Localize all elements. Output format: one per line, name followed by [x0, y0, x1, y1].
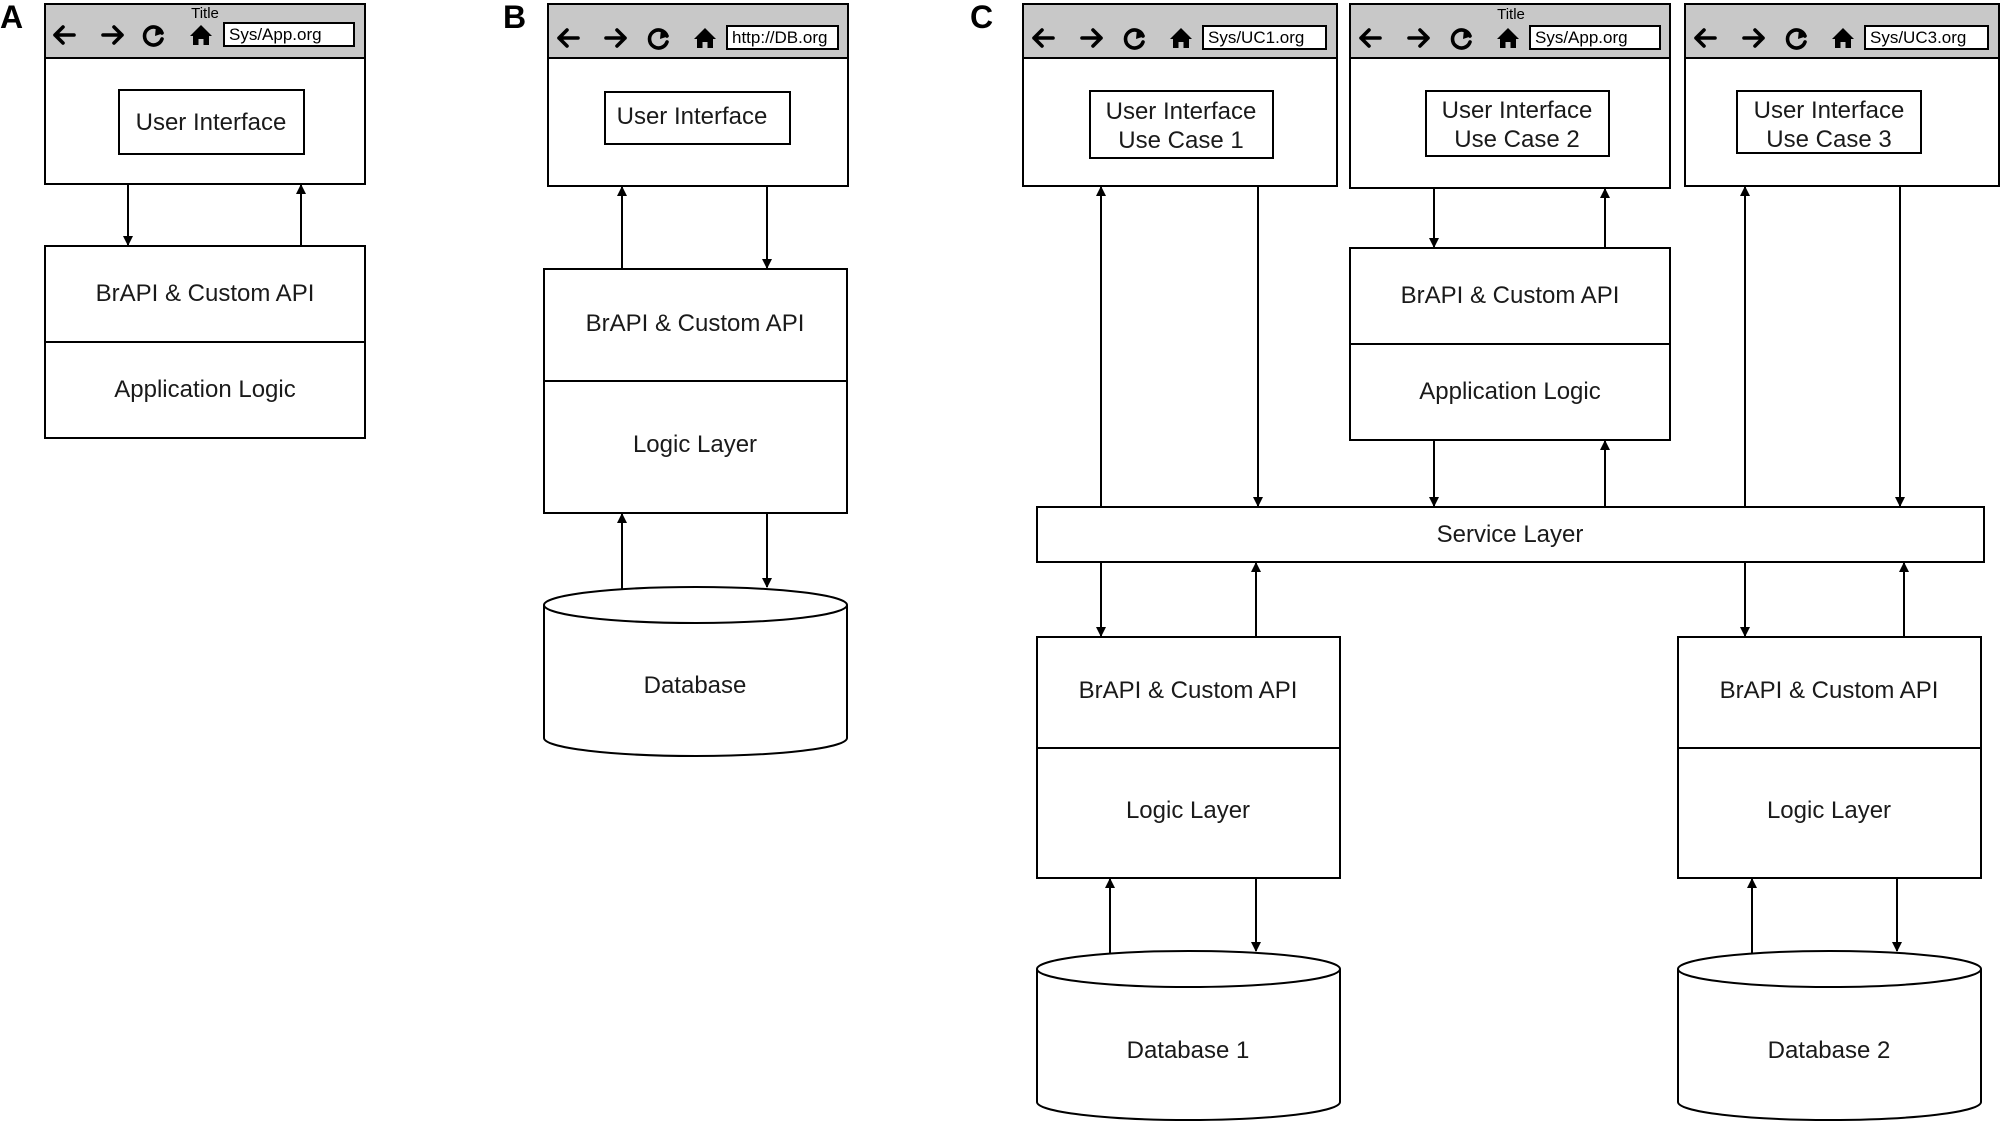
application-logic-label: Application Logic: [114, 376, 295, 403]
use-case-label: Use Case 3: [1766, 126, 1891, 153]
database-2: Database 2: [1677, 950, 1982, 1121]
api-label: BrAPI & Custom API: [96, 280, 315, 307]
address-bar[interactable]: [726, 25, 839, 50]
logic-layer-label: Logic Layer: [1767, 797, 1891, 824]
user-interface-label: User Interface: [1442, 97, 1593, 124]
service-layer-box: [1036, 506, 1985, 563]
backend-stack-2: BrAPI & Custom API Logic Layer: [1677, 636, 1982, 879]
address-bar-url: http://DB.org: [732, 28, 827, 47]
panel-c: C Sys/UC1.org User Interface Use Case 1 …: [970, 0, 2000, 1121]
api-logic-stack: [1677, 636, 1982, 879]
use-case-label: Use Case 1: [1118, 127, 1243, 154]
address-bar[interactable]: [1529, 25, 1661, 50]
address-bar-url: Sys/App.org: [1535, 28, 1628, 47]
api-label: BrAPI & Custom API: [1720, 677, 1939, 704]
database-cylinder-top: [1036, 950, 1341, 988]
browser-window-uc3: Sys/UC3.org User Interface Use Case 3: [1684, 3, 2000, 187]
database-cylinder-body: [1677, 969, 1982, 1121]
panel-letter-c: C: [970, 0, 993, 35]
panel-a: A Title Sys/App.org User Interface BrAPI…: [0, 0, 366, 439]
database-label: Database 1: [1127, 1037, 1250, 1064]
user-interface-label: User Interface: [1106, 98, 1257, 125]
user-interface-box: [1425, 90, 1610, 157]
api-logic-stack: [543, 268, 848, 514]
browser-title: Title: [191, 5, 219, 22]
database-label: Database 2: [1768, 1037, 1891, 1064]
address-bar-url: Sys/UC1.org: [1208, 28, 1304, 47]
panel-letter-b: B: [503, 0, 526, 35]
user-interface-box: [1089, 90, 1274, 159]
use-case-label: Use Case 2: [1454, 126, 1579, 153]
api-label: BrAPI & Custom API: [586, 310, 805, 337]
user-interface-box: [118, 89, 305, 155]
backend-stack-b: BrAPI & Custom API Logic Layer: [543, 268, 848, 514]
browser-window-a: Title Sys/App.org User Interface: [44, 3, 366, 185]
browser-window-uc2: Title Sys/App.org User Interface Use Cas…: [1349, 3, 1671, 189]
browser-window-uc1: Sys/UC1.org User Interface Use Case 1: [1022, 3, 1338, 187]
backend-stack-1: BrAPI & Custom API Logic Layer: [1036, 636, 1341, 879]
database-b: Database: [543, 586, 848, 757]
address-bar-url: Sys/UC3.org: [1870, 28, 1966, 47]
browser-window-b: http://DB.org User Interface: [547, 3, 849, 187]
service-layer: Service Layer: [1036, 506, 1985, 563]
app-stack-uc2: BrAPI & Custom API Application Logic: [1349, 247, 1671, 441]
browser-title: Title: [1497, 6, 1525, 23]
panel-b: B http://DB.org User Interface BrAPI & C…: [503, 0, 849, 757]
address-bar[interactable]: [223, 22, 355, 47]
user-interface-box: [604, 91, 791, 145]
backend-stack-a: BrAPI & Custom API Application Logic: [44, 245, 366, 439]
user-interface-label: User Interface: [136, 109, 287, 136]
address-bar[interactable]: [1864, 25, 1989, 50]
database-cylinder-body: [543, 605, 848, 757]
service-layer-label: Service Layer: [1437, 521, 1584, 548]
user-interface-box: [1736, 90, 1922, 154]
panel-letter-a: A: [0, 0, 23, 35]
application-logic-label: Application Logic: [1419, 378, 1600, 405]
logic-layer-label: Logic Layer: [633, 431, 757, 458]
database-1: Database 1: [1036, 950, 1341, 1121]
database-cylinder-top: [1677, 950, 1982, 988]
user-interface-label: User Interface: [1754, 97, 1905, 124]
database-cylinder-top: [543, 586, 848, 624]
database-label: Database: [644, 672, 747, 699]
api-logic-stack: [1036, 636, 1341, 879]
api-label: BrAPI & Custom API: [1079, 677, 1298, 704]
user-interface-label: User Interface: [617, 103, 768, 130]
api-label: BrAPI & Custom API: [1401, 282, 1620, 309]
logic-layer-label: Logic Layer: [1126, 797, 1250, 824]
address-bar[interactable]: [1202, 25, 1327, 50]
address-bar-url: Sys/App.org: [229, 25, 322, 44]
database-cylinder-body: [1036, 969, 1341, 1121]
